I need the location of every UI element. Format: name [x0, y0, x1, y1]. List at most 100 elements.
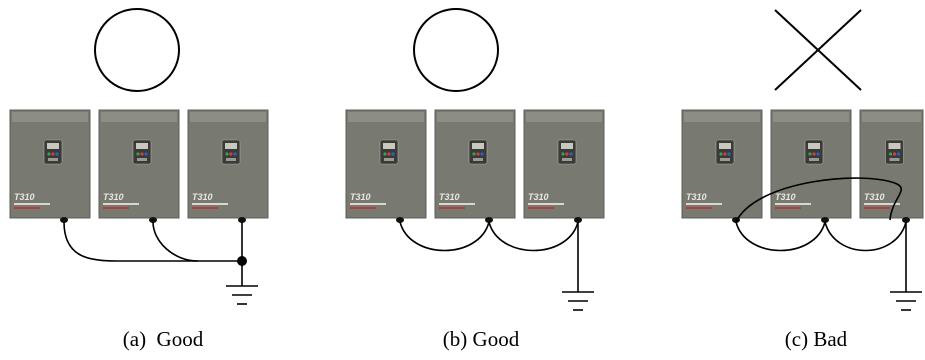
keypad-led: [51, 152, 55, 156]
ground-icon: [562, 291, 594, 311]
keypad-led: [561, 152, 565, 156]
keypad-buttons: [226, 158, 236, 161]
ground-icon: [890, 291, 922, 311]
keypad-led: [892, 152, 897, 156]
keypad-led: [812, 152, 816, 156]
label-stripe: [14, 207, 40, 209]
keypad-led: [383, 152, 387, 156]
keypad-display: [47, 143, 59, 149]
keypad-buttons: [562, 158, 572, 161]
label-stripe: [103, 207, 129, 209]
inverter-top-highlight: [190, 112, 266, 122]
ground-wire: [399, 221, 490, 252]
keypad-led: [136, 152, 140, 156]
keypad-display: [808, 143, 820, 149]
keypad-display: [383, 143, 395, 149]
inverter-unit: T310: [9, 109, 91, 223]
ground-wire: [152, 221, 199, 262]
device-label: T310: [686, 192, 707, 202]
keypad-led: [896, 152, 901, 156]
keypad-led: [727, 152, 731, 156]
label-stripe: [350, 207, 376, 209]
keypad-led: [816, 152, 820, 156]
keypad-display: [719, 143, 731, 149]
inverter-top-highlight: [684, 112, 760, 122]
keypad-led: [723, 152, 727, 156]
keypad-led: [472, 152, 476, 156]
inverter-unit: T310: [859, 109, 924, 223]
caption-c: (c) Bad: [784, 327, 848, 351]
ground-terminal: [238, 217, 246, 223]
inverter-top-highlight: [862, 112, 921, 122]
keypad-led: [476, 152, 480, 156]
inverter-top-highlight: [437, 112, 513, 122]
ground-wire: [488, 221, 579, 252]
keypad-led: [229, 152, 233, 156]
ground-wire: [735, 221, 826, 252]
device-label: T310: [14, 192, 35, 202]
label-stripe: [14, 203, 50, 205]
keypad-led: [391, 152, 395, 156]
keypad-led: [140, 152, 144, 156]
loop-wire: [735, 177, 903, 223]
device-label: T310: [528, 192, 549, 202]
ground-wire: [63, 221, 242, 262]
keypad-buttons: [720, 158, 730, 161]
keypad-display: [888, 143, 901, 149]
circle-icon: [413, 8, 499, 92]
keypad-led: [47, 152, 51, 156]
keypad-buttons: [473, 158, 483, 161]
inverter-top-highlight: [348, 112, 424, 122]
keypad-led: [808, 152, 812, 156]
keypad-buttons: [137, 158, 147, 161]
junction-dot: [237, 256, 247, 266]
keypad-buttons: [809, 158, 819, 161]
inverter-unit: T310: [434, 109, 516, 223]
keypad-led: [719, 152, 723, 156]
inverter-top-highlight: [101, 112, 177, 122]
label-stripe: [192, 207, 218, 209]
keypad-display: [561, 143, 573, 149]
device-label: T310: [192, 192, 213, 202]
label-stripe: [192, 203, 228, 205]
label-stripe: [528, 207, 554, 209]
inverter-unit: T310: [98, 109, 180, 223]
ground-terminal: [902, 217, 910, 223]
label-stripe: [350, 203, 386, 205]
inverter-unit: T310: [770, 109, 852, 223]
inverter-unit: T310: [523, 109, 605, 223]
ground-terminal: [396, 217, 404, 223]
inverter-top-highlight: [12, 112, 88, 122]
keypad-buttons: [889, 158, 900, 161]
keypad-led: [387, 152, 391, 156]
device-label: T310: [775, 192, 796, 202]
keypad-buttons: [384, 158, 394, 161]
label-stripe: [775, 207, 801, 209]
keypad-led: [233, 152, 237, 156]
keypad-led: [225, 152, 229, 156]
ground-terminal: [60, 217, 68, 223]
keypad-display: [136, 143, 148, 149]
ground-icon: [226, 285, 258, 305]
label-stripe: [686, 203, 722, 205]
label-stripe: [686, 207, 712, 209]
wiring-layer: [63, 177, 922, 311]
label-stripe: [439, 203, 475, 205]
ground-terminal: [821, 217, 829, 223]
cross-icon: [774, 9, 862, 91]
label-stripe: [864, 207, 890, 209]
ground-terminal: [149, 217, 157, 223]
ground-terminal: [485, 217, 493, 223]
ground-wire: [824, 221, 907, 252]
caption-a: (a) Good: [122, 327, 204, 351]
inverter-top-highlight: [773, 112, 849, 122]
symbols-layer: [94, 8, 862, 92]
keypad-buttons: [48, 158, 58, 161]
device-label: T310: [864, 192, 885, 202]
label-stripe: [775, 203, 811, 205]
keypad-led: [565, 152, 569, 156]
label-stripe: [528, 203, 564, 205]
device-label: T310: [350, 192, 371, 202]
